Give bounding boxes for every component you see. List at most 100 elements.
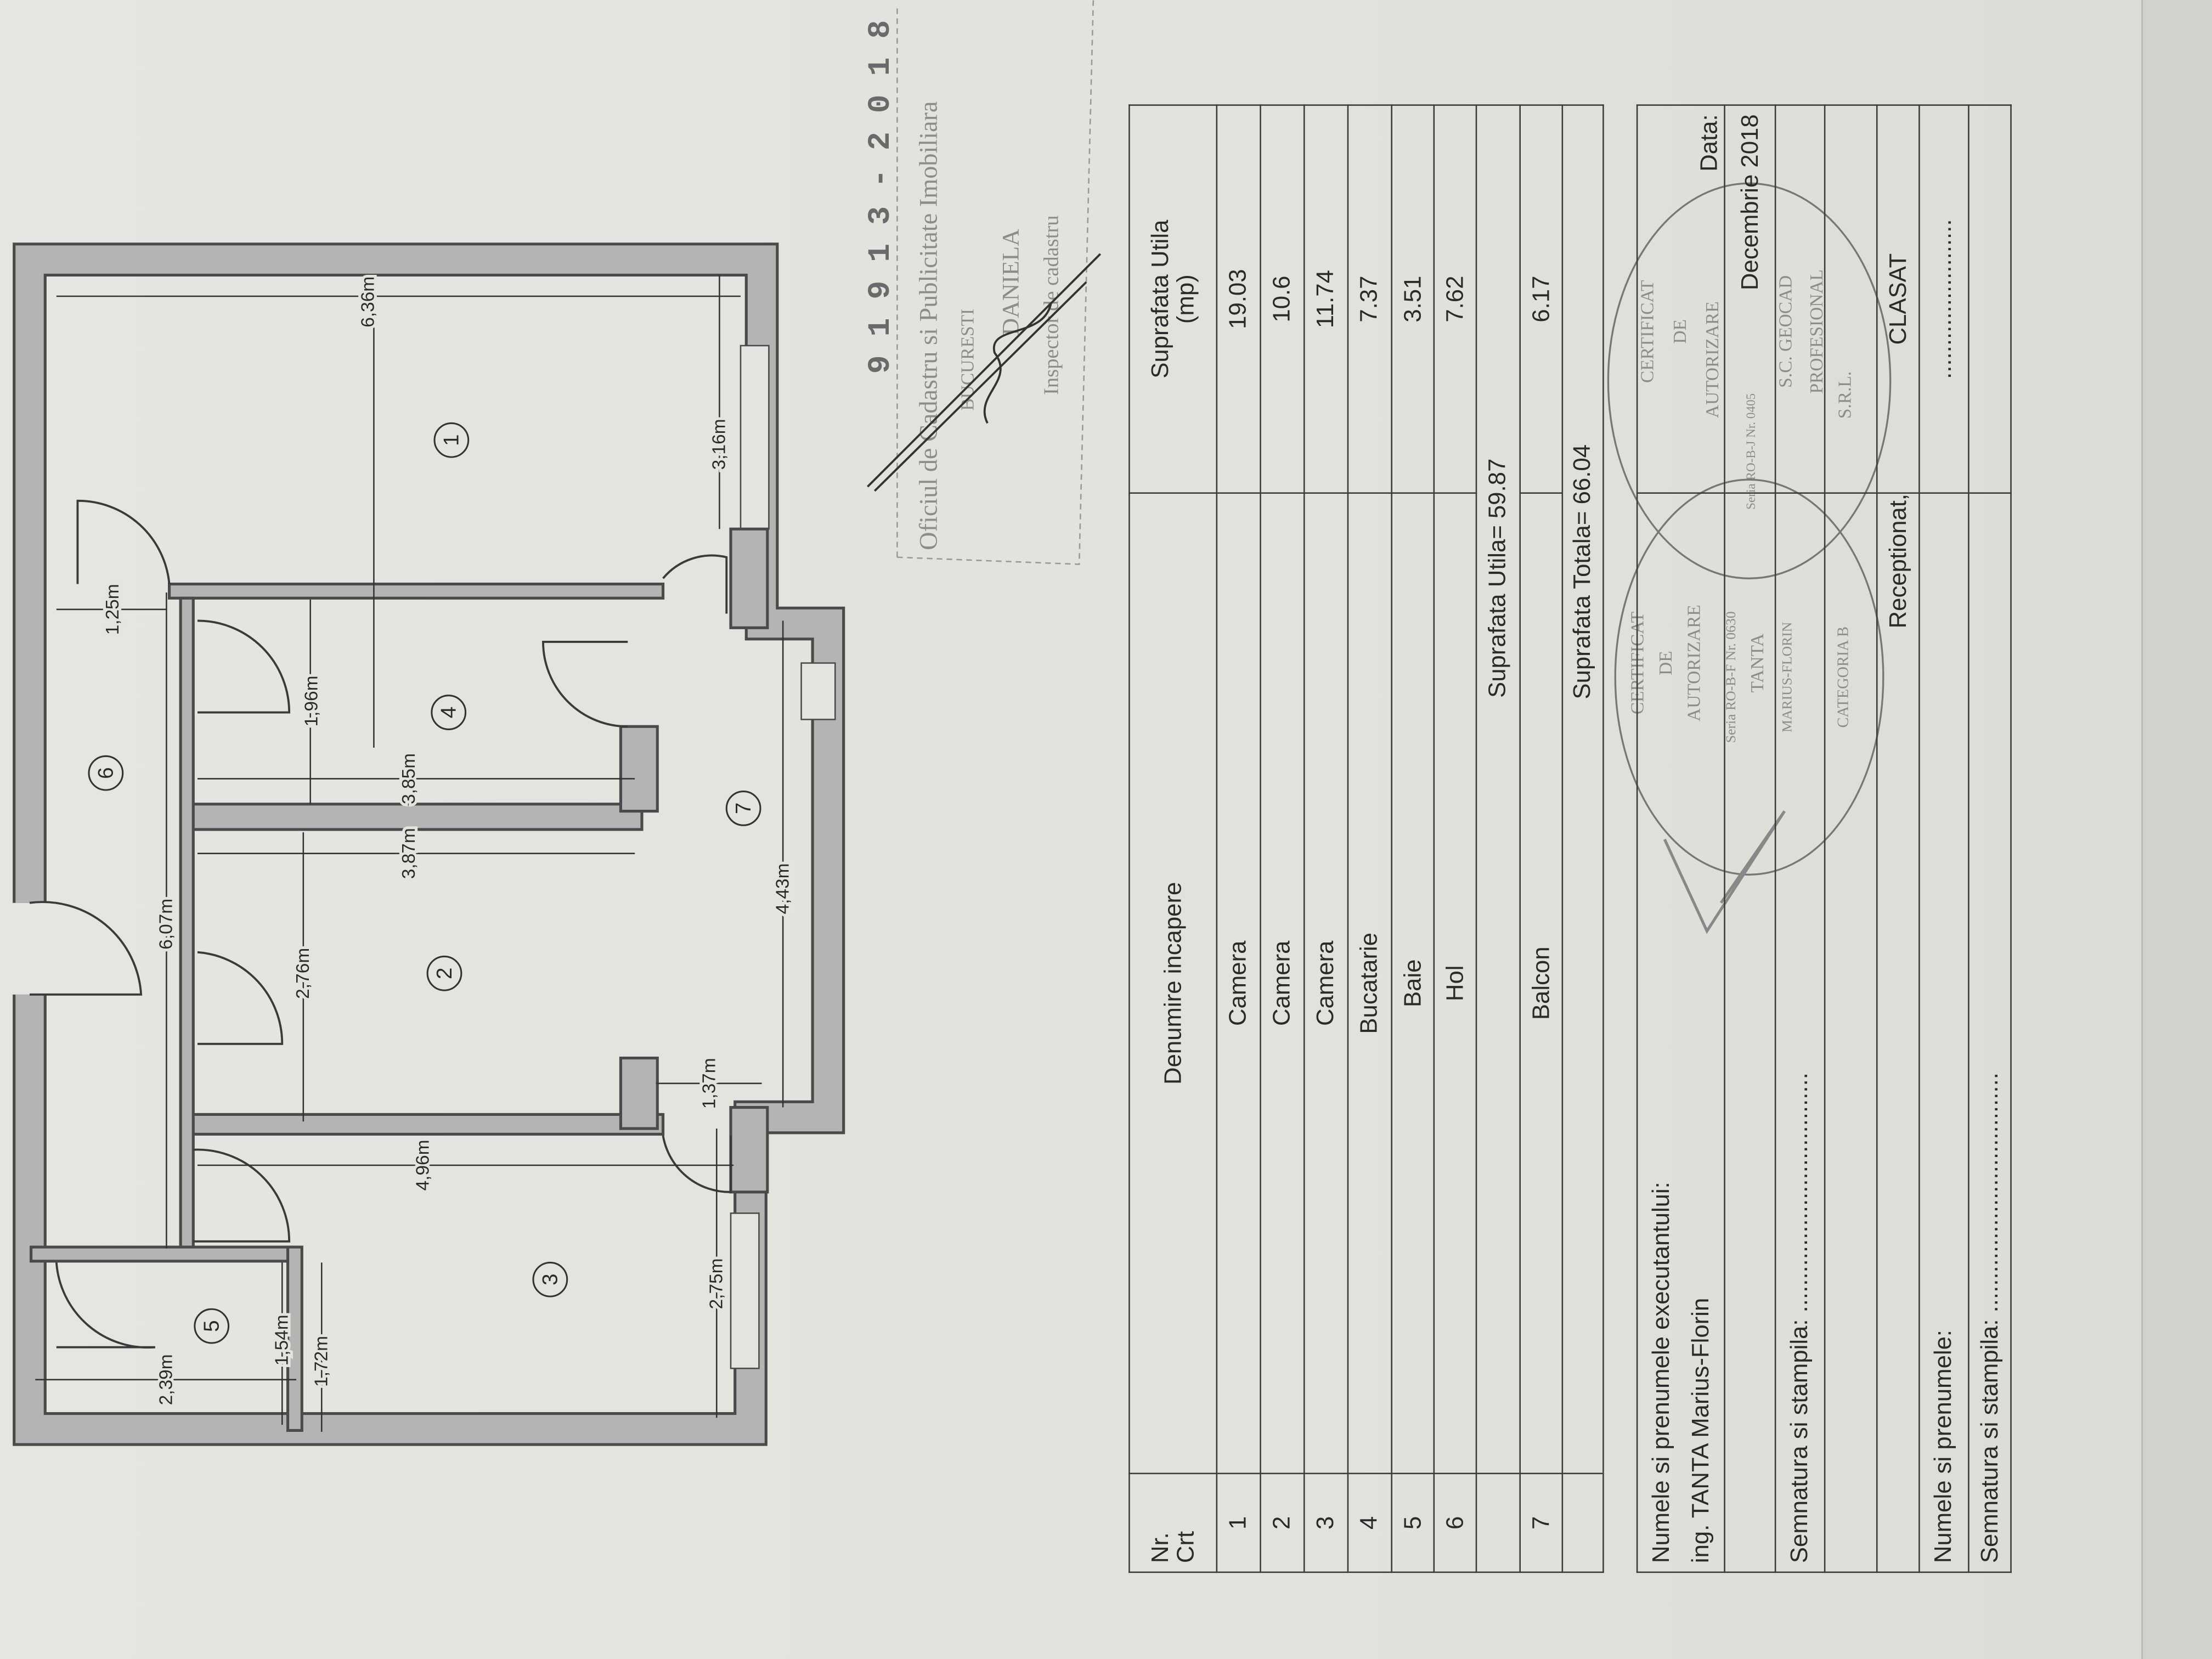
doors [29,499,732,1349]
dim-label: 1,54m [272,1314,292,1365]
stamp-office: Oficiul de Cadastru si Publicitate Imobi… [915,101,943,550]
room-number: 3 [539,1274,562,1285]
row-name: Bucatarie [1347,493,1392,1474]
header-nr: Nr. [1146,1532,1173,1564]
room-number: 1 [440,435,464,446]
row-nr: 4 [1347,1473,1392,1572]
seal1-line: CATEGORIA B [1835,627,1852,728]
classified-label: CLASAT [1877,105,1920,493]
seal2-line: PROFESIONAL [1807,269,1827,393]
dim-label: 4,96m [413,1140,433,1191]
dim-label: 3,16m [709,419,730,470]
total-area: Suprafata Totala= 66.04 [1562,105,1604,1474]
row-name: Camera [1260,493,1305,1474]
room-markers [88,422,761,1344]
executant-signature-field: Semnatura si stampila: .................… [1775,493,1825,1572]
row-nr: 5 [1391,1473,1434,1572]
paper-edge [2141,0,2212,1659]
stamp-city: BUCURESTI [957,309,978,411]
row-name: Baie [1391,493,1434,1474]
seal1-line: CERTIFICAT [1628,612,1648,714]
stamp-number: 9 1 9 1 3 - 2 0 1 8 [863,20,898,374]
dim-label: 2,76m [293,948,313,999]
seal-company [1607,182,1892,579]
row-area: 11.74 [1304,105,1348,493]
dim-label: 1,25m [103,584,123,635]
row-name: Hol [1434,493,1476,1474]
row-area: 6.17 [1520,105,1562,493]
row-nr: 7 [1520,1473,1562,1572]
row-area: 7.37 [1347,105,1392,493]
row-nr: 1 [1216,1473,1261,1572]
seal2-line: CERTIFICAT [1638,280,1658,383]
header-room-name: Denumire incapere [1129,493,1217,1474]
walls [13,242,845,1446]
row-name: Camera [1304,493,1348,1474]
dim-label: 2,39m [156,1354,177,1405]
dimension-labels: 6,36m 3,16m 1,25m 1,96m 3,85m 3,87m 2,76… [100,274,796,1408]
seals [1607,182,1892,934]
row-name: Camera [1216,493,1261,1474]
room-number: 5 [200,1320,224,1331]
room-table: Nr.Crt Denumire incapere Suprafata Utila… [1128,105,1604,1573]
seal1-line: DE [1656,651,1676,675]
dim-label: 1,37m [699,1058,720,1109]
seal2-line: S.R.L. [1835,371,1855,419]
dim-label: 1,72m [312,1336,332,1387]
signature-table: Numele si prenumele executantului: ing. T… [1637,105,2011,1573]
stamp-person: DANIELA [998,229,1024,336]
row-area: 3.51 [1391,105,1434,493]
signature-1 [867,253,1102,492]
header-unit: (mp) [1171,274,1199,324]
seal2-line: S.C. GEOCAD [1776,275,1796,388]
dim-label: 3,87m [399,828,419,879]
signature-2 [1663,810,1786,934]
dim-label: 6,07m [156,899,177,950]
date-value: Decembrie 2018 [1724,105,1776,493]
row-nr: 3 [1304,1473,1348,1572]
row-area: 7.62 [1434,105,1476,493]
date-label: Data: [1637,105,1725,493]
seal2-line: DE [1670,319,1690,344]
useful-area-total: Suprafata Utila= 59.87 [1476,105,1520,1474]
seal2-line: AUTORIZARE [1702,301,1723,418]
seal-person [1614,478,1884,876]
room-number: 4 [437,707,461,718]
dimension-lines [35,275,784,1432]
dim-label: 6,36m [358,276,378,328]
room-number: 2 [433,968,456,979]
seal1-line: AUTORIZARE [1684,605,1705,721]
seal1-line: TANTA [1747,634,1768,693]
executant-label: Numele si prenumele executantului: [1648,1182,1675,1564]
row-nr: 6 [1434,1473,1476,1572]
seal1-line: Seria RO-B-F Nr. 0630 [1723,611,1739,743]
row-area: 19.03 [1216,105,1261,493]
room-number: 6 [94,767,118,778]
dim-label: 3,85m [399,753,419,804]
classified-dots: ........................ [1919,105,1969,493]
header-crt: Crt [1171,1531,1199,1564]
receiver-name-field: Numele si prenumele: [1919,493,1969,1572]
seal1-line: MARIUS-FLORIN [1779,622,1795,732]
row-nr: 2 [1260,1473,1305,1572]
received-label: Receptionat, [1877,493,1920,1572]
dim-label: 1,96m [302,676,322,727]
dim-label: 2,75m [707,1259,727,1310]
cadastre-stamp: Oficiul de Cadastru si Publicitate Imobi… [863,0,1102,565]
executant-name: ing. TANTA Marius-Florin [1686,1297,1713,1564]
header-area: Suprafata Utila [1146,219,1173,379]
seal2-line: Seria RO-B-J Nr. 0405 [1744,393,1758,510]
receiver-signature-field: Semnatura si stampila: .................… [1968,493,2011,1572]
row-name: Balcon [1520,493,1562,1474]
room-number: 7 [732,803,755,814]
dim-label: 4,43m [772,864,793,915]
